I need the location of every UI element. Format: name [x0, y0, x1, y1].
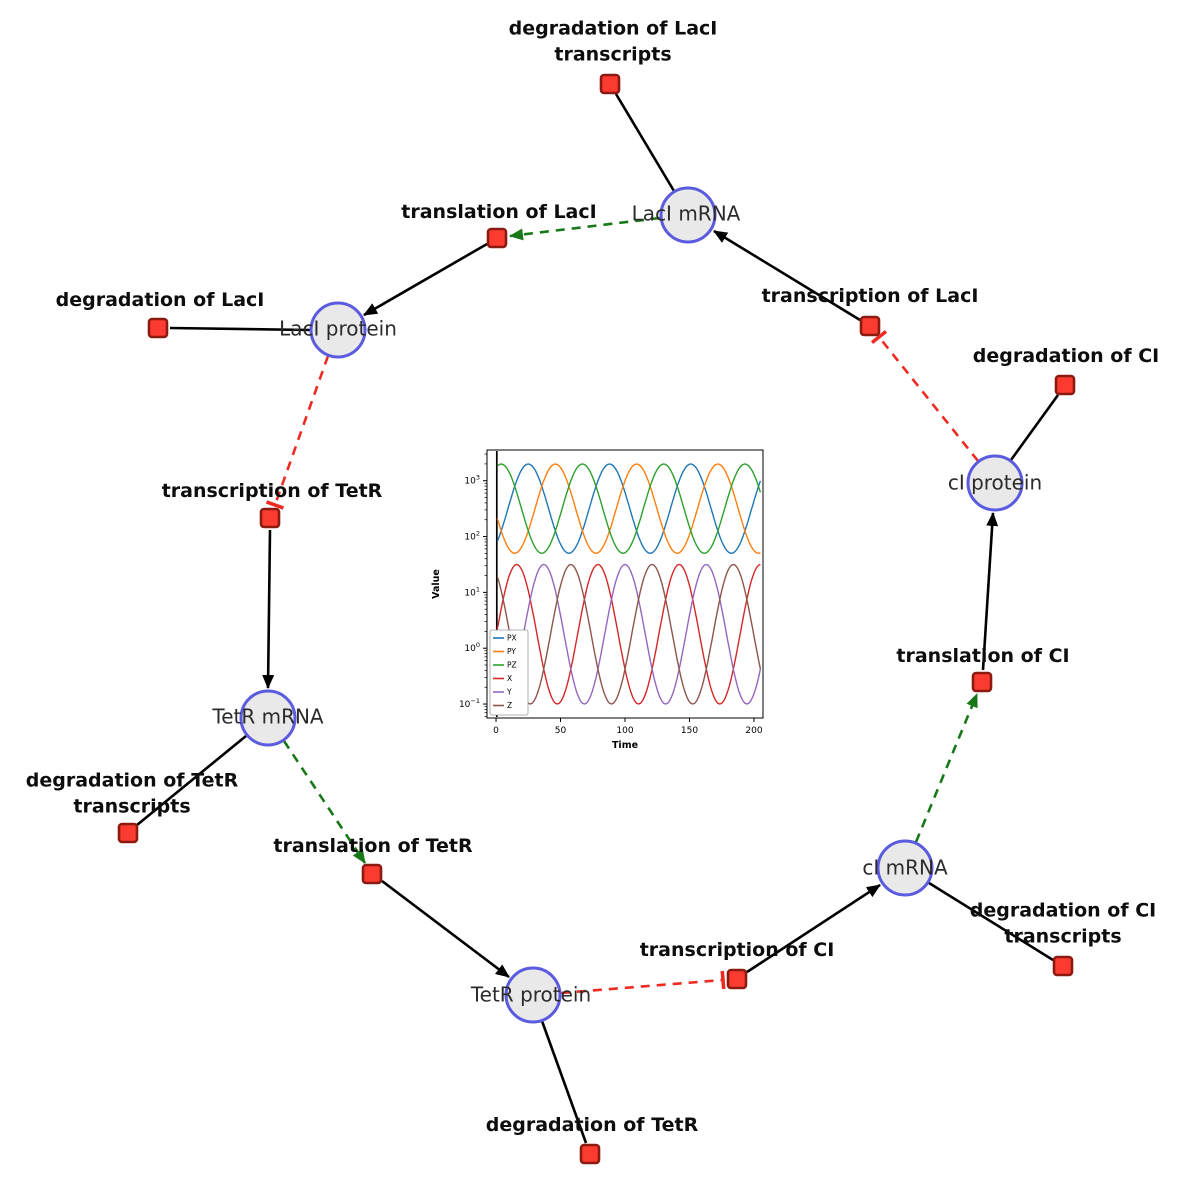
- reaction-label-deg-ci-transcripts: degradation of CI transcripts: [969, 899, 1157, 947]
- species-label-ci-mrna: cI mRNA: [862, 855, 948, 880]
- reaction-node-translation-tetr[interactable]: [361, 863, 383, 885]
- svg-text:10−1: 10−1: [459, 697, 480, 710]
- reaction-node-deg-tetr[interactable]: [579, 1143, 601, 1165]
- edge-laci-protein-inhibits-transcription-tetr: [265, 355, 330, 510]
- reaction-node-transcription-laci[interactable]: [859, 315, 881, 337]
- svg-text:Z: Z: [507, 701, 512, 710]
- reaction-label-deg-tetr-transcripts: degradation of TetR transcripts: [25, 769, 239, 817]
- reaction-node-deg-ci-transcripts[interactable]: [1052, 955, 1074, 977]
- species-label-ci-protein: cI protein: [947, 470, 1043, 495]
- reaction-node-deg-tetr-transcripts[interactable]: [117, 822, 139, 844]
- edge-tetr-protein-to-deg-tetr: [540, 1020, 588, 1144]
- species-label-laci-protein: LacI protein: [279, 316, 397, 341]
- reaction-label-translation-ci: translation of CI: [896, 645, 1070, 668]
- species-node-laci-protein[interactable]: [309, 301, 367, 359]
- reaction-node-translation-laci[interactable]: [486, 227, 508, 249]
- species-node-tetr-protein[interactable]: [504, 966, 562, 1024]
- svg-text:103: 103: [464, 474, 480, 487]
- reaction-label-deg-ci: degradation of CI: [972, 345, 1160, 368]
- edge-ci-protein-inhibits-transcription-laci: [870, 329, 980, 462]
- svg-text:50: 50: [555, 726, 567, 736]
- svg-text:Value: Value: [431, 569, 442, 599]
- svg-text:102: 102: [464, 530, 480, 543]
- reaction-node-deg-laci-transcripts[interactable]: [599, 73, 621, 95]
- edge-tetr-mrna-to-deg-tetr-transcripts: [136, 734, 247, 827]
- edge-tetr-protein-inhibits-transcription-ci: [560, 970, 726, 995]
- svg-text:PX: PX: [507, 634, 517, 643]
- edge-laci-mrna-to-deg-laci-transcripts: [614, 93, 676, 192]
- reaction-label-transcription-ci: transcription of CI: [639, 939, 835, 962]
- species-label-tetr-mrna: TetR mRNA: [212, 704, 324, 729]
- reaction-label-deg-tetr: degradation of TetR: [485, 1114, 699, 1137]
- reaction-label-transcription-laci: transcription of LacI: [761, 285, 979, 308]
- edge-translation-laci-to-laci-protein: [363, 242, 488, 317]
- svg-text:200: 200: [745, 726, 762, 736]
- edge-translation-ci-to-ci-protein: [981, 512, 999, 671]
- reaction-label-translation-laci: translation of LacI: [401, 201, 597, 224]
- edge-laci-protein-to-deg-laci: [169, 326, 311, 332]
- svg-text:Time: Time: [612, 740, 638, 751]
- reaction-label-translation-tetr: translation of TetR: [273, 835, 473, 858]
- reaction-node-deg-ci[interactable]: [1054, 374, 1076, 396]
- species-label-laci-mrna: LacI mRNA: [631, 201, 741, 226]
- species-node-laci-mrna[interactable]: [659, 186, 717, 244]
- svg-text:0: 0: [493, 726, 499, 736]
- species-node-ci-mrna[interactable]: [876, 839, 934, 897]
- edge-ci-mrna-to-deg-ci-transcripts: [928, 881, 1054, 962]
- reaction-label-deg-laci: degradation of LacI: [55, 289, 265, 312]
- reaction-node-deg-laci[interactable]: [147, 317, 169, 339]
- reaction-label-transcription-tetr: transcription of TetR: [161, 480, 383, 503]
- reaction-node-transcription-ci[interactable]: [726, 968, 748, 990]
- reaction-node-transcription-tetr[interactable]: [259, 507, 281, 529]
- svg-text:101: 101: [464, 585, 480, 598]
- svg-text:150: 150: [681, 726, 698, 736]
- reaction-label-deg-laci-transcripts: degradation of LacI transcripts: [508, 17, 718, 65]
- reaction-node-translation-ci[interactable]: [971, 671, 993, 693]
- edge-transcription-ci-to-ci-mrna: [746, 883, 881, 974]
- svg-text:PZ: PZ: [507, 661, 517, 670]
- edge-ci-mrna-activates-translation-ci: [914, 693, 979, 843]
- species-node-ci-protein[interactable]: [966, 454, 1024, 512]
- svg-text:Y: Y: [506, 688, 512, 697]
- svg-text:PY: PY: [507, 647, 516, 656]
- svg-text:X: X: [507, 674, 512, 683]
- edge-transcription-laci-to-laci-mrna: [713, 229, 861, 322]
- edge-translation-tetr-to-tetr-protein: [381, 879, 510, 979]
- svg-text:100: 100: [464, 641, 480, 654]
- edge-tetr-mrna-activates-translation-tetr: [282, 740, 367, 864]
- svg-text:100: 100: [616, 726, 633, 736]
- edge-ci-protein-to-deg-ci: [1009, 394, 1060, 461]
- edge-transcription-tetr-to-tetr-mrna: [262, 529, 275, 689]
- species-label-tetr-protein: TetR protein: [470, 982, 592, 1007]
- species-node-tetr-mrna[interactable]: [239, 689, 297, 747]
